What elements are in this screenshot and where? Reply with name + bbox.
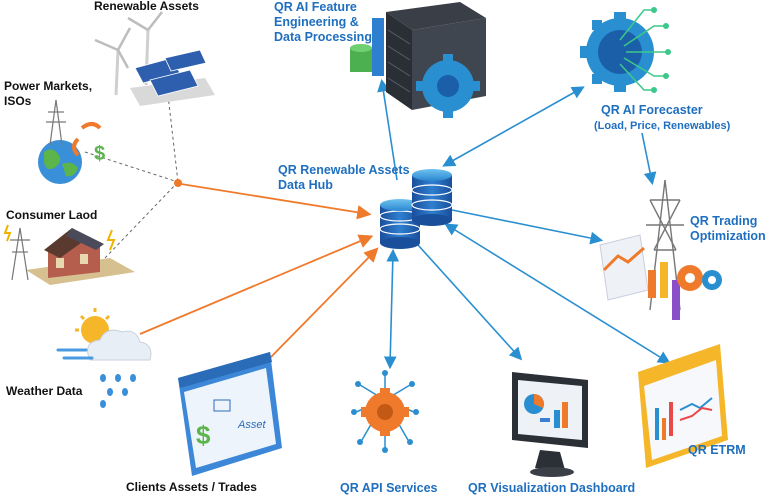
visualization-dashboard-icon — [512, 372, 588, 477]
feature-engineering-label-1: QR AI Feature — [274, 0, 357, 14]
api-services-icon — [351, 370, 419, 453]
asset-card-text: Asset — [237, 419, 266, 431]
api-services-label: QR API Services — [340, 481, 438, 495]
trading-optimization-label-2: Optimization — [690, 229, 766, 243]
trading-optimization-icon — [599, 179, 722, 320]
ai-forecaster-icon — [580, 7, 671, 93]
clients-assets-icon: $ Asset — [178, 352, 282, 476]
output-arrows — [377, 78, 671, 370]
dashed-connectors — [84, 94, 179, 259]
consumer-load-label: Consumer Laod — [6, 208, 98, 222]
svg-text:$: $ — [196, 420, 211, 450]
data-hub-label-1: QR Renewable Assets — [278, 163, 410, 177]
power-markets-icon: $ — [38, 99, 105, 184]
input-arrows — [139, 183, 379, 359]
feature-engineering-icon — [350, 2, 486, 118]
weather-data-icon — [56, 308, 152, 408]
weather-data-label: Weather Data — [6, 384, 83, 398]
renewable-assets-label: Renewable Assets — [94, 0, 199, 13]
feature-engineering-label-3: Data Processing — [274, 30, 372, 44]
consumer-load-icon — [3, 224, 135, 285]
svg-text:$: $ — [94, 143, 105, 165]
power-markets-label: Power Markets, — [4, 79, 93, 93]
forecaster-label: QR AI Forecaster — [601, 103, 703, 117]
junction-dot — [174, 179, 182, 187]
data-hub-label-2: Data Hub — [278, 178, 333, 192]
renewable-assets-icon — [94, 11, 215, 106]
feature-engineering-label-2: Engineering & — [274, 15, 359, 29]
etrm-label: QR ETRM — [688, 443, 746, 457]
clients-assets-label: Clients Assets / Trades — [126, 480, 257, 494]
etrm-icon — [638, 344, 728, 468]
trading-optimization-label-1: QR Trading — [690, 214, 758, 228]
forecaster-sublabel: (Load, Price, Renewables) — [594, 120, 731, 132]
visualization-dashboard-label: QR Visualization Dashboard — [468, 481, 636, 495]
isos-label: ISOs — [4, 94, 32, 108]
data-hub-icon — [379, 169, 453, 249]
